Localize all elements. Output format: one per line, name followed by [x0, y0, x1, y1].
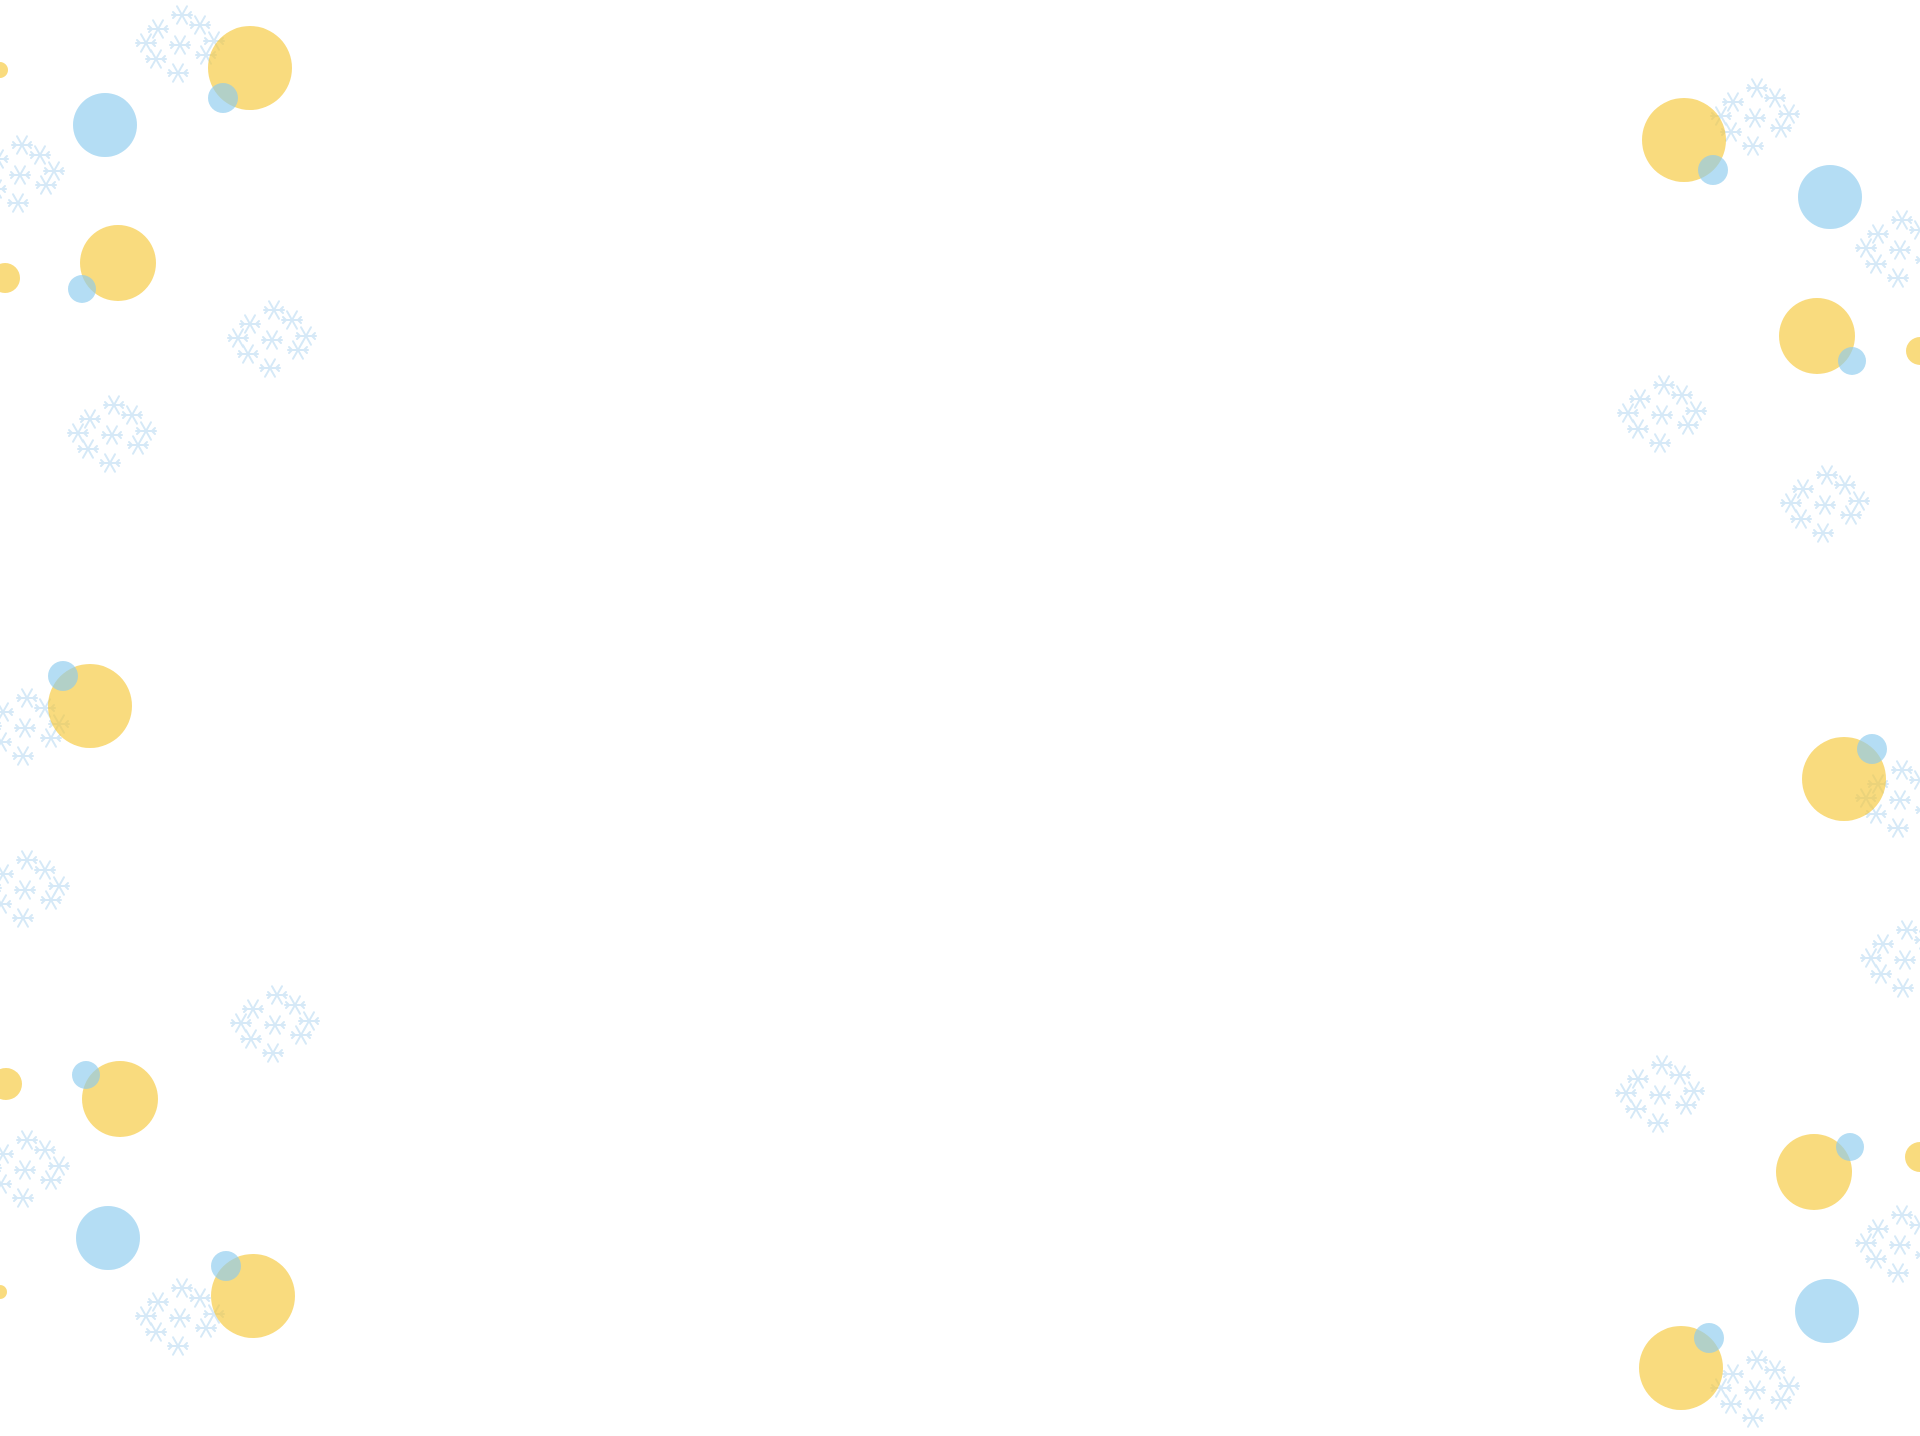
- yellow-dot-icon: [0, 62, 8, 78]
- blue-dot-icon: [1798, 165, 1862, 229]
- blue-dot-icon: [1795, 1279, 1859, 1343]
- yellow-dot-icon: [1779, 298, 1855, 374]
- blue-dot-icon: [73, 93, 137, 157]
- blue-dot-icon: [76, 1206, 140, 1270]
- blue-dot-icon: [208, 83, 238, 113]
- yellow-dot-icon: [0, 263, 20, 293]
- blue-dot-icon: [1838, 347, 1866, 375]
- blue-dot-icon: [48, 661, 78, 691]
- snowflake-cluster-icon: [0, 6, 319, 1354]
- blue-dot-icon: [72, 1061, 100, 1089]
- blue-dot-icon: [1698, 155, 1728, 185]
- yellow-dot-icon: [1906, 337, 1920, 365]
- yellow-dot-icon: [0, 1285, 7, 1299]
- blue-dot-icon: [68, 275, 96, 303]
- yellow-dot-icon: [0, 1068, 22, 1100]
- blue-dot-icon: [1857, 734, 1887, 764]
- dots-left: [0, 26, 295, 1338]
- yellow-dot-icon: [82, 1061, 158, 1137]
- blue-dot-icon: [211, 1251, 241, 1281]
- yellow-dot-icon: [1905, 1142, 1920, 1172]
- yellow-dot-icon: [80, 225, 156, 301]
- yellow-dot-icon: [1776, 1134, 1852, 1210]
- blue-dot-icon: [1694, 1323, 1724, 1353]
- blue-dot-icon: [1836, 1133, 1864, 1161]
- dots-right: [1639, 98, 1920, 1410]
